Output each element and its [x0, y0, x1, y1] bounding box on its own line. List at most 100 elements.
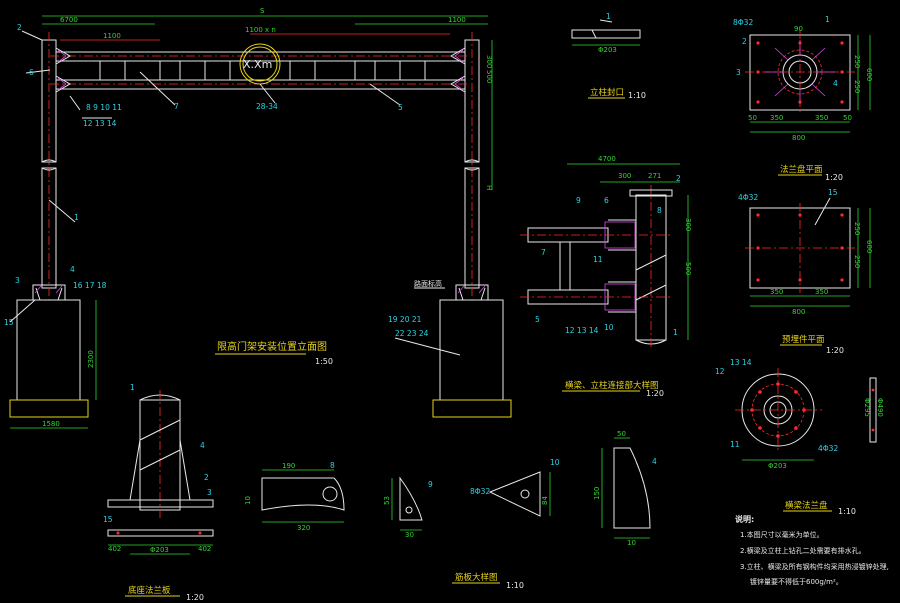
callout-joint-2: 2 — [676, 174, 681, 183]
dim-500: 500 — [485, 70, 493, 83]
note-2: 2.横梁及立柱上钻孔二处需要有排水孔。 — [740, 546, 866, 555]
dim-800b: 800 — [792, 308, 805, 316]
dim-600: 600 — [865, 68, 873, 81]
callout-joint-6: 6 — [604, 196, 609, 205]
callout-4: 4 — [70, 265, 75, 274]
dim-320: 320 — [297, 524, 310, 532]
dim-300: 300 — [485, 55, 493, 68]
callout-joint-12-14: 12 13 14 — [565, 326, 599, 335]
title-post-cap-scale: 1:10 — [628, 91, 646, 100]
note-3: 3.立柱、横梁及所有钢构件均采用热浸镀锌处理, — [740, 562, 889, 571]
dim-50c: 50 — [617, 430, 626, 438]
callout-plan-15: 15 — [828, 188, 838, 197]
callout-rib-4: 4 — [652, 457, 657, 466]
title-rib-scale: 1:10 — [506, 581, 524, 590]
dim-350c: 350 — [770, 288, 783, 296]
dim-s: S — [260, 7, 265, 15]
dim-500b: 500 — [684, 262, 692, 275]
title-embed-plan-scale: 1:20 — [826, 346, 844, 355]
dim-350d: 350 — [815, 288, 828, 296]
dim-embed-phi: 4Φ32 — [738, 193, 758, 202]
note-1: 1.本图尺寸以毫米为单位。 — [740, 530, 824, 539]
title-embed-plan: 预埋件平面 — [782, 334, 825, 345]
callout-row-a: 8 9 10 11 — [86, 103, 122, 112]
dim-271: 271 — [648, 172, 661, 180]
callout-base-1: 1 — [130, 383, 135, 392]
title-flange-plan: 法兰盘平面 — [780, 164, 823, 175]
dim-250c: 250 — [853, 222, 861, 235]
callout-2: 2 — [17, 23, 22, 32]
dim-350: 350 — [770, 114, 783, 122]
dim-50b: 50 — [843, 114, 852, 122]
dim-1100b: 1100 — [103, 32, 121, 40]
callout-1: 1 — [74, 213, 79, 222]
dim-600b: 600 — [865, 240, 873, 253]
callout-base-3: 3 — [207, 488, 212, 497]
dim-402: 402 — [108, 545, 121, 553]
title-beam-flange-scale: 1:10 — [838, 507, 856, 516]
dim-184: 190 — [282, 462, 295, 470]
callout-cap-1: 1 — [606, 12, 611, 21]
dim-8phi32-rib: 8Φ32 — [470, 487, 490, 496]
title-beam-flange: 横梁法兰盘 — [785, 500, 828, 511]
dim-1100: 1100 — [448, 16, 466, 24]
callout-joint-1: 1 — [673, 328, 678, 337]
callout-6: 6 — [29, 68, 34, 77]
callout-rib-9: 9 — [428, 480, 433, 489]
dim-150: 150 — [593, 487, 601, 500]
dim-50: 50 — [748, 114, 757, 122]
title-base-flange-scale: 1:20 — [186, 593, 204, 602]
callout-plan-4: 4 — [833, 79, 838, 88]
dim-6700: 6700 — [60, 16, 78, 24]
rib-details: 190 320 10 8 30 53 9 8Φ32 84 10 50 150 1… — [244, 430, 657, 590]
callout-joint-11: 11 — [593, 255, 603, 264]
dim-rib4-bottom: 10 — [627, 539, 636, 547]
callout-plan-3: 3 — [736, 68, 741, 77]
dim-350b: 350 — [815, 114, 828, 122]
dim-base-phi: Φ203 — [150, 546, 169, 554]
dim-cap: Φ203 — [598, 46, 617, 54]
callout-plan-2: 2 — [742, 37, 747, 46]
callout-12-e: 12 — [715, 367, 725, 376]
callout-16-18: 16 17 18 — [73, 281, 107, 290]
dim-402b: 402 — [198, 545, 211, 553]
callout-15: 15 — [4, 318, 14, 327]
callout-rib-10: 10 — [550, 458, 560, 467]
callout-plan-1: 1 — [825, 15, 830, 24]
dim-h: H — [485, 185, 493, 190]
callout-19-21: 19 20 21 — [388, 315, 422, 324]
embed-plan: 4Φ32 15 350 350 800 250 250 600 预埋件平面 1:… — [738, 188, 873, 355]
dim-250b: 250 — [853, 80, 861, 93]
main-elevation: S 6700 1100 1100 1100 x n — [4, 7, 512, 429]
dim-4phi32: 4Φ32 — [818, 444, 838, 453]
base-flange-detail: 1 4 2 3 15 402 402 Φ203 底座法兰板 1:20 — [103, 383, 214, 602]
callout-joint-10: 10 — [604, 323, 614, 332]
callout-joint-9: 9 — [576, 196, 581, 205]
title-main: 限高门架安装位置立面图 — [217, 340, 327, 353]
dim-250: 250 — [853, 55, 861, 68]
callout-joint-8: 8 — [657, 206, 662, 215]
road-level-label: 路面标高 — [414, 279, 442, 288]
callout-base-4: 4 — [200, 441, 205, 450]
callout-7: 7 — [174, 102, 179, 111]
dim-300b: 300 — [618, 172, 631, 180]
sign-text: X.Xm — [243, 58, 272, 71]
title-flange-plan-scale: 1:20 — [825, 173, 843, 182]
notes: 说明: 1.本图尺寸以毫米为单位。 2.横梁及立柱上钻孔二处需要有排水孔。 3.… — [735, 514, 889, 586]
dim-250d: 250 — [853, 255, 861, 268]
dim-phi203: Φ203 — [768, 462, 787, 470]
callout-13-14-e: 13 14 — [730, 358, 752, 367]
dim-8phi32: 8Φ32 — [733, 18, 753, 27]
dim-1580: 1580 — [42, 420, 60, 428]
callout-5: 5 — [398, 103, 403, 112]
dim-10: 10 — [244, 496, 252, 505]
callout-11-e: 11 — [730, 440, 740, 449]
note-4: 镀锌量要不得低于600g/m²。 — [750, 577, 843, 586]
title-beam-joint-scale: 1:20 — [646, 389, 664, 398]
callout-28-34: 28-34 — [256, 102, 278, 111]
title-post-cap: 立柱封口 — [590, 87, 624, 98]
dim-90: 90 — [794, 25, 803, 33]
callout-row-b: 12 13 14 — [83, 119, 117, 128]
callout-base-2: 2 — [204, 473, 209, 482]
